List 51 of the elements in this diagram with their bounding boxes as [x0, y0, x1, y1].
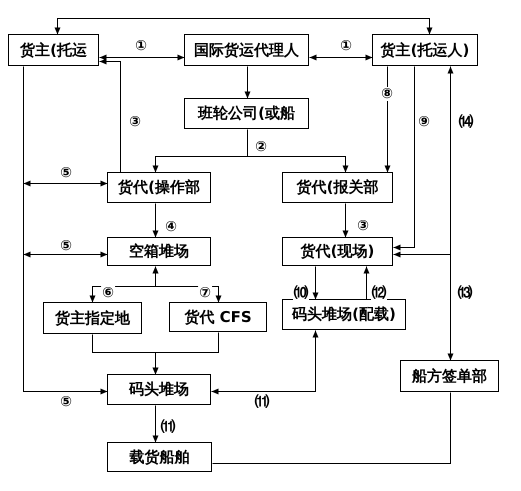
process-box: 货代 CFS — [169, 302, 267, 332]
edge-label: ③ — [128, 115, 142, 129]
process-box: 货主(托运人) — [372, 34, 478, 66]
edge-label: ⒁ — [458, 115, 474, 129]
arrow — [152, 405, 158, 443]
process-box: 班轮公司(或船 — [184, 98, 309, 129]
edge-label: ⒀ — [457, 286, 473, 300]
arrow — [364, 266, 370, 300]
process-box: 货代(报关部 — [282, 172, 393, 203]
edge-label: ① — [134, 39, 148, 53]
edge-label: ⑽ — [293, 286, 309, 300]
arrow — [384, 66, 390, 173]
edge-label: ⑾ — [254, 395, 270, 409]
arrow — [54, 18, 432, 35]
process-box: 船方签单部 — [400, 360, 499, 392]
edge-label: ③ — [356, 219, 370, 233]
arrow — [152, 332, 219, 375]
edge-label: ⑤ — [59, 166, 73, 180]
connector-line — [212, 392, 451, 464]
arrow — [247, 129, 348, 173]
arrow — [312, 266, 318, 300]
edge-label: ④ — [164, 220, 178, 234]
arrow — [309, 54, 373, 60]
arrow — [152, 203, 158, 238]
edge-label: ⑤ — [59, 395, 73, 409]
process-box: 码头堆场(配载) — [282, 299, 406, 330]
arrow — [99, 54, 185, 60]
edge-label: ⑤ — [59, 239, 73, 253]
process-box: 载货船舶 — [107, 442, 212, 472]
edge-label: ② — [254, 140, 268, 154]
edge-label: ⑿ — [371, 286, 387, 300]
edge-label: ⑦ — [198, 286, 212, 300]
arrow — [152, 266, 222, 303]
arrow — [244, 66, 250, 99]
edge-label: ⑾ — [160, 420, 176, 434]
arrow — [393, 66, 415, 250]
edge-label: ⑧ — [380, 87, 394, 101]
edge-label: ⑨ — [417, 115, 431, 129]
edge-label: ① — [339, 39, 353, 53]
process-box: 码头堆场 — [107, 374, 211, 405]
process-box: 国际货运代理人 — [184, 34, 309, 66]
process-box: 货代(操作部 — [107, 172, 211, 203]
arrow — [393, 252, 454, 361]
process-box: 货代(现场) — [282, 237, 393, 266]
process-box: 货主指定地 — [43, 302, 142, 334]
arrow — [211, 330, 318, 394]
arrow — [342, 203, 348, 238]
edge-label: ⑥ — [101, 286, 115, 300]
arrow — [99, 58, 121, 173]
process-box: 货主(托运 — [8, 34, 99, 66]
process-box: 空箱堆场 — [107, 237, 211, 266]
